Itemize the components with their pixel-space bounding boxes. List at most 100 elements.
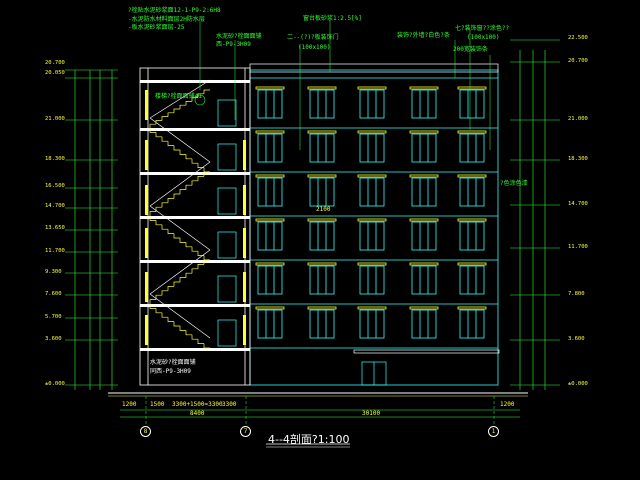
window [459,221,485,251]
stair-step [203,343,210,349]
stair-step [179,238,186,243]
level-right: 7.800 [568,291,585,297]
note-stair-ref: 西-P9-3H09 [216,41,251,48]
level-left: 14.700 [45,203,65,209]
note-top-right-4: 200宽装饰条 [453,46,488,53]
note-mid-right: ?色涂色漆 [500,180,528,187]
level-left: 9.300 [45,269,62,275]
window [359,265,385,295]
window [309,265,335,295]
note-top-right-2: 七?装饰窗??涂色?? [455,25,510,32]
stair-step [203,259,210,265]
stair-step [191,180,198,186]
stair-step [179,326,186,331]
stair-step [149,216,156,221]
stair-step [197,339,204,344]
stair-step [197,176,204,181]
stair-step [191,334,198,340]
stair-step [167,317,174,322]
window [309,133,335,163]
stair-step [149,123,156,128]
window [411,309,437,339]
level-left: 13.650 [45,225,65,231]
window [359,177,385,207]
stair-step [203,167,210,173]
stair-step [149,211,156,216]
stair-step [149,304,156,309]
stair-step [161,224,168,230]
stair-step [191,268,198,274]
dim-bottom: 1200 [122,401,137,408]
level-right: 11.700 [568,244,588,250]
window [359,221,385,251]
stair-step [179,104,186,109]
level-right: ±0.000 [568,381,588,387]
level-left: 18.300 [45,156,65,162]
stair-step [155,220,162,226]
stair-step [167,112,174,117]
stair-step [185,272,192,278]
window [459,133,485,163]
window [257,309,283,339]
stair-step [149,128,156,133]
stair-step [161,136,168,142]
note-stair: 水泥砂?栓面面铺 [216,33,262,40]
level-left: ±0.000 [45,381,65,387]
stair-step [185,154,192,160]
stair-step [149,299,156,304]
grid-axis-bubble: 7 [240,426,251,437]
dim-bottom: 3300+1500=3300 [172,401,223,408]
stair-step [179,189,186,194]
stair-step [167,229,174,234]
note-bottom-left-1: 水泥砂?栓面面铺 [150,359,196,366]
level-right: 18.300 [568,156,588,162]
window [257,221,283,251]
stair-step [173,233,180,239]
window [359,309,385,339]
stair-step [179,277,186,282]
stair-step [185,101,192,106]
stair-step [167,141,174,146]
dim-bottom: 3300 [222,401,237,408]
dim-bottom: 1500 [150,401,165,408]
note-top-left-1: ?栓贴水泥砂浆面12-1-P9-2:6H8 [128,7,221,14]
note-top-center-1: 窗台板砂浆1:2.5[%] [303,15,362,22]
stair-step [173,108,180,113]
window [459,265,485,295]
stair-step [155,308,162,314]
level-left: 20.050 [45,70,65,76]
stair-step [155,120,162,125]
stair-step [191,246,198,252]
window [257,265,283,295]
level-left: 20.700 [45,60,65,66]
stair-step [197,93,204,98]
stair-step [167,198,174,203]
level-right: 22.500 [568,35,588,41]
stair-step [191,97,198,102]
window [359,133,385,163]
stair-step [161,202,168,208]
note-top-center-2: 二--(?)?板装饰门 [287,34,339,41]
window [257,177,283,207]
level-left: 5.700 [45,314,62,320]
stair-step [155,132,162,138]
stair-step [173,321,180,327]
window [359,89,385,119]
note-top-center-3: (100x100) [298,44,331,51]
dim-bottom: 30100 [362,410,381,417]
window [257,133,283,163]
window [411,265,437,295]
window [459,177,485,207]
stair-step [161,312,168,318]
stair-step [185,330,192,336]
stair-step [173,145,180,151]
dim-bottom: 8400 [190,410,205,417]
window [257,89,283,119]
level-right: 3.600 [568,336,585,342]
level-left: 11.700 [45,248,65,254]
level-left: 7.600 [45,291,62,297]
stair-step [167,286,174,291]
stair-step [173,281,180,287]
note-top-left-3: -板水泥砂浆面层-25 [128,24,185,31]
